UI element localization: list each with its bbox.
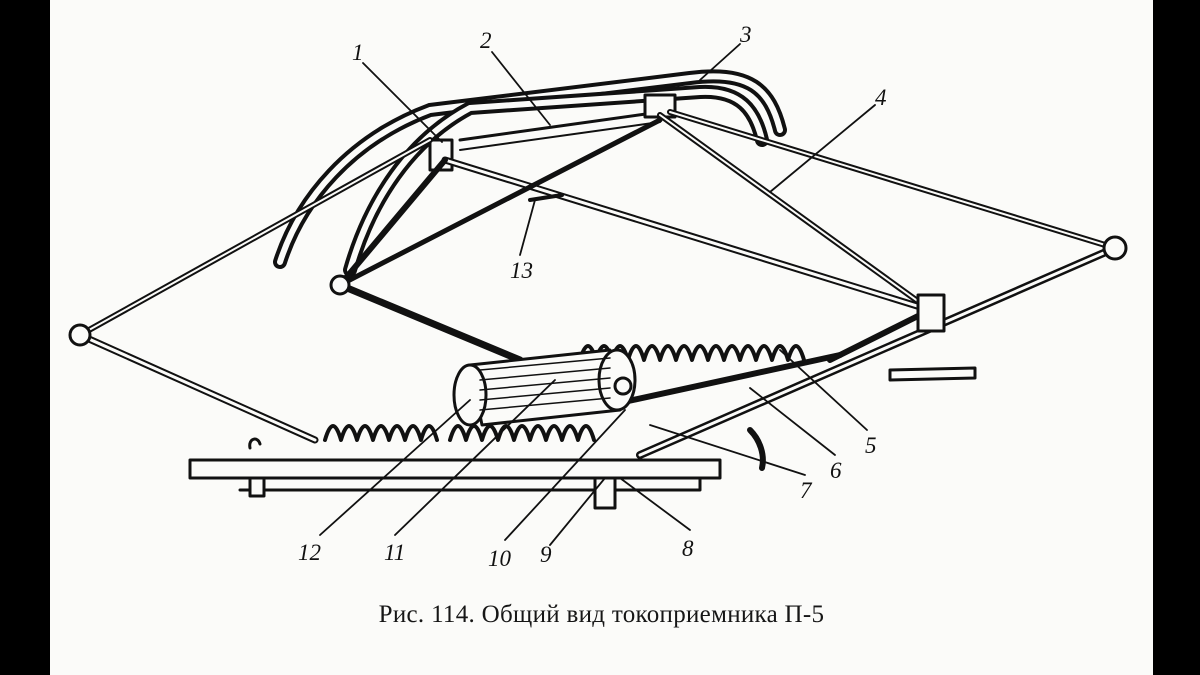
caption-text: Общий вид токоприемника П-5 bbox=[481, 601, 825, 628]
callout-8: 8 bbox=[682, 536, 694, 561]
callout-7: 7 bbox=[800, 478, 813, 503]
spring-assemblies bbox=[323, 344, 843, 442]
figure-caption: Рис. 114. Общий вид токоприемника П-5 bbox=[50, 601, 1153, 629]
callout-11: 11 bbox=[384, 540, 405, 565]
pantograph-illustration: 1 2 3 4 5 6 7 8 9 10 11 12 13 bbox=[50, 0, 1153, 675]
callout-10: 10 bbox=[488, 546, 512, 571]
lower-frame bbox=[68, 235, 1128, 459]
callout-numbers: 1 2 3 4 5 6 7 8 9 10 11 12 13 bbox=[298, 22, 887, 571]
callout-leaders bbox=[319, 43, 876, 546]
callout-9: 9 bbox=[540, 542, 552, 567]
callout-1: 1 bbox=[352, 40, 364, 65]
air-cylinder bbox=[452, 348, 637, 427]
callout-4: 4 bbox=[875, 85, 887, 110]
base-frame bbox=[188, 366, 977, 510]
callout-3: 3 bbox=[739, 22, 752, 47]
caption-prefix: Рис. bbox=[378, 601, 425, 628]
callout-6: 6 bbox=[830, 458, 842, 483]
callout-5: 5 bbox=[865, 433, 877, 458]
caption-number: 114. bbox=[431, 601, 476, 628]
upper-frame bbox=[77, 109, 1118, 338]
callout-2: 2 bbox=[480, 28, 492, 53]
callout-13: 13 bbox=[510, 258, 533, 283]
book-page: 1 2 3 4 5 6 7 8 9 10 11 12 13 Рис. 114. bbox=[50, 0, 1153, 675]
callout-12: 12 bbox=[298, 540, 321, 565]
